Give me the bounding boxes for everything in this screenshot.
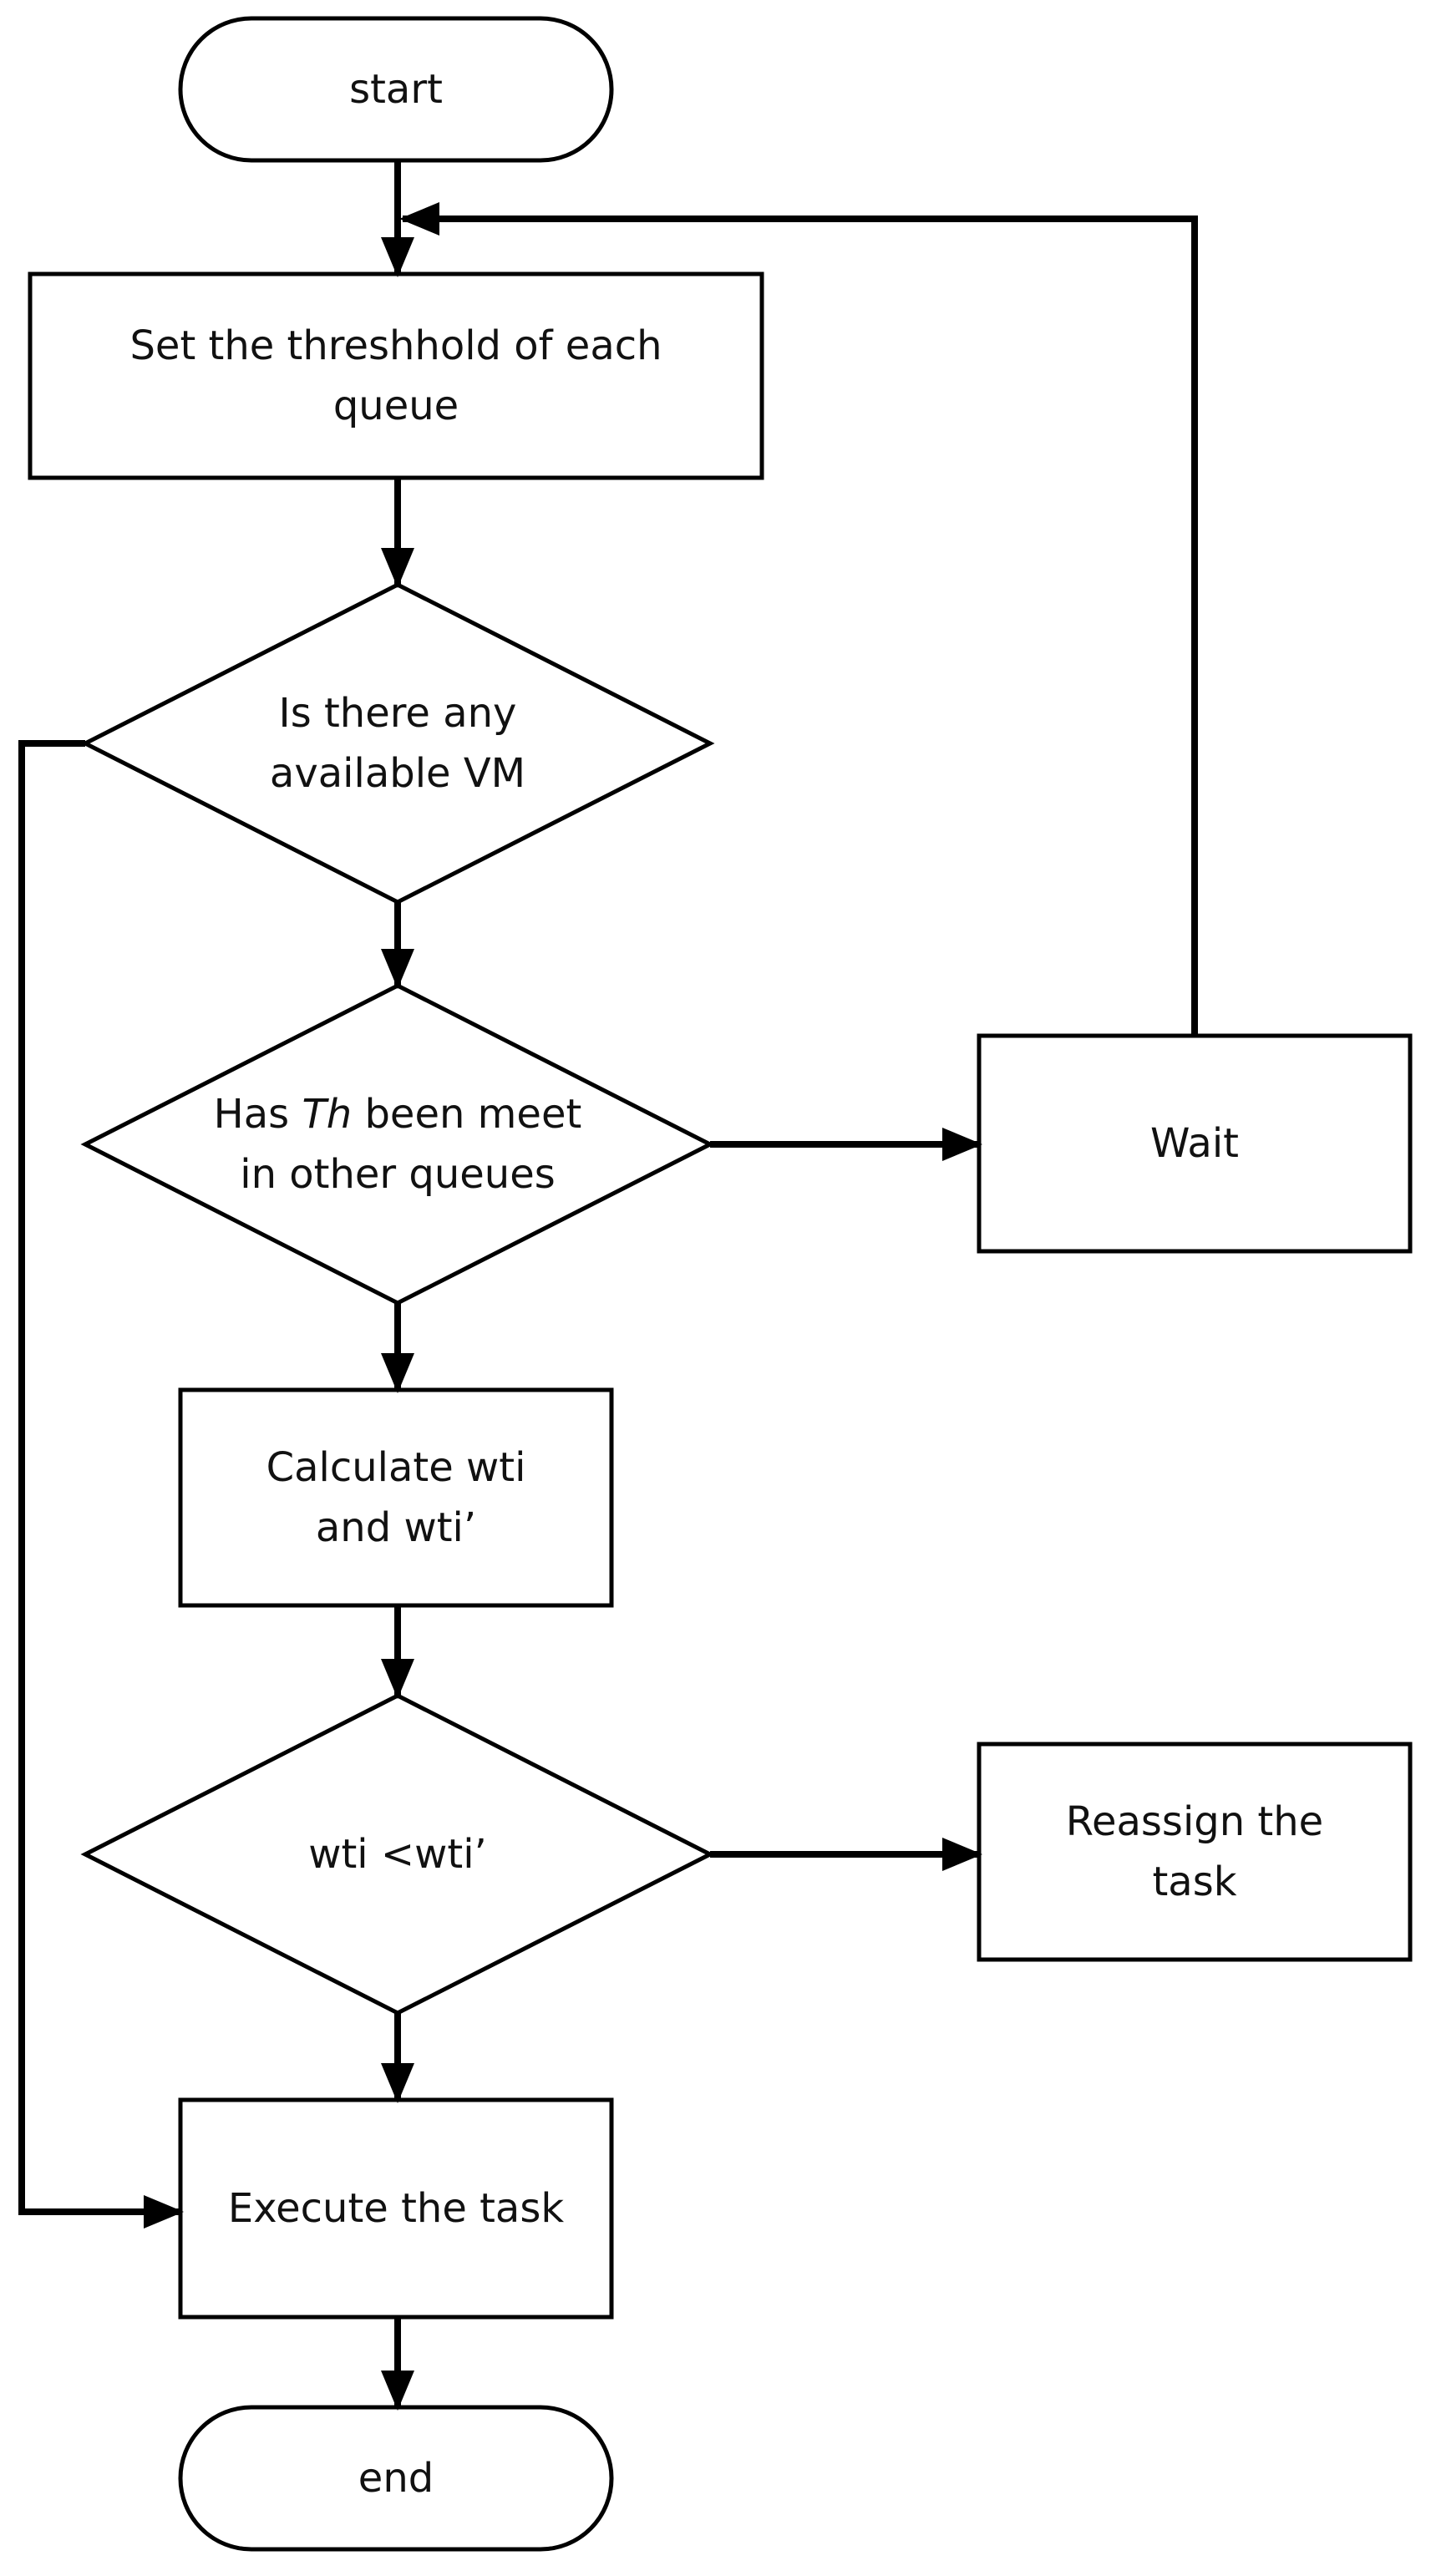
calculate-box [178, 1387, 614, 1608]
execute-text: Execute the task [227, 2185, 565, 2232]
wait-box [977, 1033, 1413, 1254]
compare-label: wti <wti’ [167, 1804, 628, 1904]
calculate-line-1: Calculate wti [266, 1444, 526, 1491]
reassign-box [977, 1742, 1413, 1962]
end-label: end [180, 2407, 611, 2549]
th-met-line-1-italic: Th [302, 1091, 353, 1138]
available-vm-line-2: available VM [269, 750, 526, 797]
set-threshold-line-2: queue [332, 383, 459, 429]
reassign-label: Reassign the task [979, 1744, 1410, 1960]
execute-box [178, 2097, 614, 2320]
set-threshold-label: Set the threshhold of each queue [30, 274, 762, 478]
set-threshold-line-1: Set the threshhold of each [129, 322, 662, 369]
arrow-wait-loop-back [399, 202, 1198, 1036]
start-label: start [180, 18, 611, 160]
compare-text: wti <wti’ [308, 1831, 487, 1878]
available-vm-label: Is there any available VM [167, 652, 628, 835]
end-text: end [358, 2455, 434, 2502]
start-text: start [349, 66, 443, 113]
th-met-label: Has Th been meet in other queues [125, 1052, 670, 1236]
set-threshold-box [28, 271, 764, 480]
calculate-label: Calculate wti and wti’ [180, 1390, 611, 1605]
reassign-line-1: Reassign the [1065, 1798, 1324, 1845]
reassign-line-2: task [1152, 1858, 1237, 1905]
available-vm-line-1: Is there any [278, 690, 517, 737]
th-met-line-1: Has Th been meet [214, 1084, 582, 1144]
arrow-available-bypass-to-execute [18, 740, 184, 2229]
th-met-line-1-post: been meet [352, 1091, 582, 1138]
wait-text: Wait [1150, 1120, 1239, 1167]
execute-label: Execute the task [180, 2100, 611, 2317]
wait-label: Wait [979, 1036, 1410, 1251]
th-met-line-1-pre: Has [213, 1091, 302, 1138]
th-met-line-2: in other queues [240, 1151, 556, 1198]
calculate-line-2: and wti’ [315, 1504, 477, 1551]
